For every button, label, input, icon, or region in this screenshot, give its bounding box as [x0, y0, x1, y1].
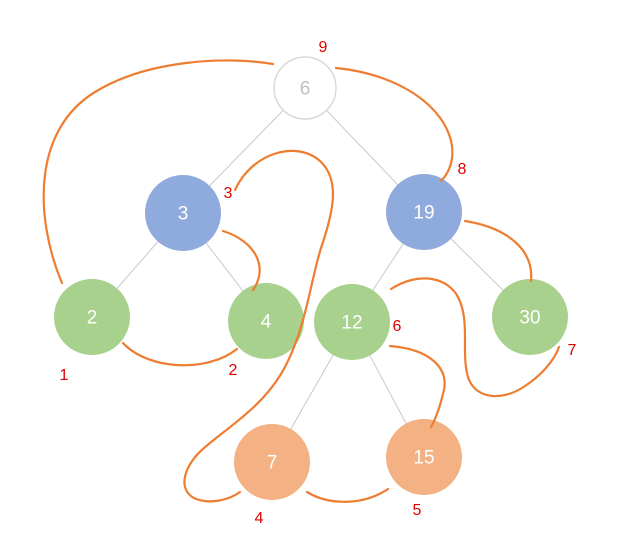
order-label-1: 1 [60, 367, 69, 384]
order-label-9: 9 [319, 39, 328, 56]
traversal-curve-node-7-to-node-15 [305, 487, 390, 503]
order-label-2: 2 [229, 362, 238, 379]
tree-node-15-circle [386, 419, 462, 495]
tree-node-19-circle [386, 174, 462, 250]
tree-node-4-circle [228, 283, 304, 359]
tree-node-7-value: 7 [267, 453, 278, 474]
tree-node-30-value: 30 [519, 308, 540, 329]
traversal-curve-node-19-to-root [334, 66, 454, 183]
tree-node-3-circle [145, 175, 221, 251]
traversal-curve-node-15-to-node-12 [388, 344, 446, 429]
order-label-5: 5 [413, 502, 422, 519]
tree-node-12-circle [314, 284, 390, 360]
tree-node-15-value: 15 [413, 448, 434, 469]
traversal-curve-node-4-to-node-3 [221, 229, 261, 292]
traversal-curve-node-30-to-node-19 [463, 219, 533, 283]
tree-node-12-value: 12 [341, 313, 362, 334]
traversal-curve-root-to-node-2 [42, 59, 275, 285]
traversal-curve-node-12-to-node-30 [389, 277, 561, 398]
order-label-3: 3 [224, 185, 233, 202]
tree-node-6-value: 6 [300, 79, 311, 100]
tree-node-2-circle [54, 279, 130, 355]
tree-node-2-value: 2 [87, 308, 98, 329]
order-label-7: 7 [568, 342, 577, 359]
order-label-8: 8 [458, 161, 467, 178]
tree-node-6-circle [273, 56, 337, 120]
tree-node-4-value: 4 [261, 312, 272, 333]
tree-node-19-value: 19 [413, 203, 434, 224]
order-label-6: 6 [393, 318, 402, 335]
traversal-curve-node-3-to-node-7 [183, 149, 334, 503]
tree-node-7-circle [234, 424, 310, 500]
tree-node-3-value: 3 [178, 204, 189, 225]
tree-node-30-circle [492, 279, 568, 355]
traversal-curve-node-2-to-node-4 [121, 341, 239, 367]
order-label-4: 4 [255, 510, 264, 527]
